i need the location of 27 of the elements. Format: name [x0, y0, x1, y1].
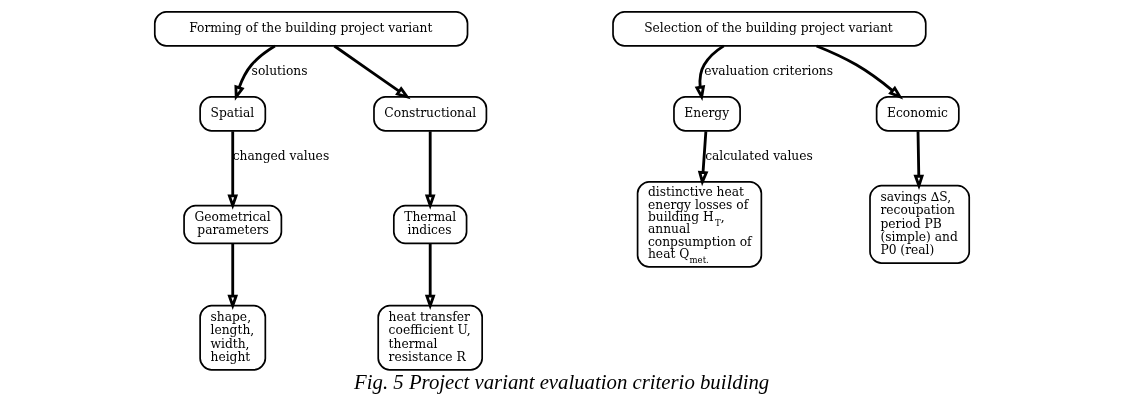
- arrow: [694, 44, 725, 101]
- arrow: [912, 131, 924, 190]
- arrow: [697, 131, 708, 187]
- node-box: shape, length, width, height: [198, 304, 266, 371]
- node-box: Geometrical parameters: [182, 204, 282, 245]
- node-box: Selection of the building project variant: [611, 11, 927, 47]
- arrow: [815, 44, 903, 100]
- arrow: [226, 131, 238, 210]
- node-box: Forming of the building project variant: [153, 11, 468, 47]
- node-box: Economic: [875, 96, 960, 132]
- arrow: [333, 44, 411, 100]
- arrow: [424, 243, 435, 310]
- arrow: [424, 131, 435, 210]
- node-box: Constructional: [372, 96, 487, 132]
- arrow: [233, 44, 276, 101]
- edge-label: solutions: [251, 63, 308, 78]
- node-box: heat transfer coefficient U, thermal resistance R: [376, 304, 483, 371]
- caption: Fig. 5 Project variant evaluation criterio building: [353, 370, 769, 394]
- edge-label: changed values: [232, 148, 329, 163]
- edge-label: calculated values: [704, 148, 813, 163]
- node-box: Energy: [672, 96, 741, 132]
- node-box: Thermal indices: [392, 204, 467, 245]
- node-box: savings ∆S, recoupation period PB (simple) and P0 (real): [868, 184, 970, 264]
- node-box: distinctive heat energy losses of building H$_{T}$, annual conpsumption of heat Q$_{met.}$: [636, 181, 762, 268]
- edge-label: evaluation criterions: [703, 63, 833, 78]
- node-box: Spatial: [198, 96, 266, 132]
- arrow: [226, 243, 238, 310]
